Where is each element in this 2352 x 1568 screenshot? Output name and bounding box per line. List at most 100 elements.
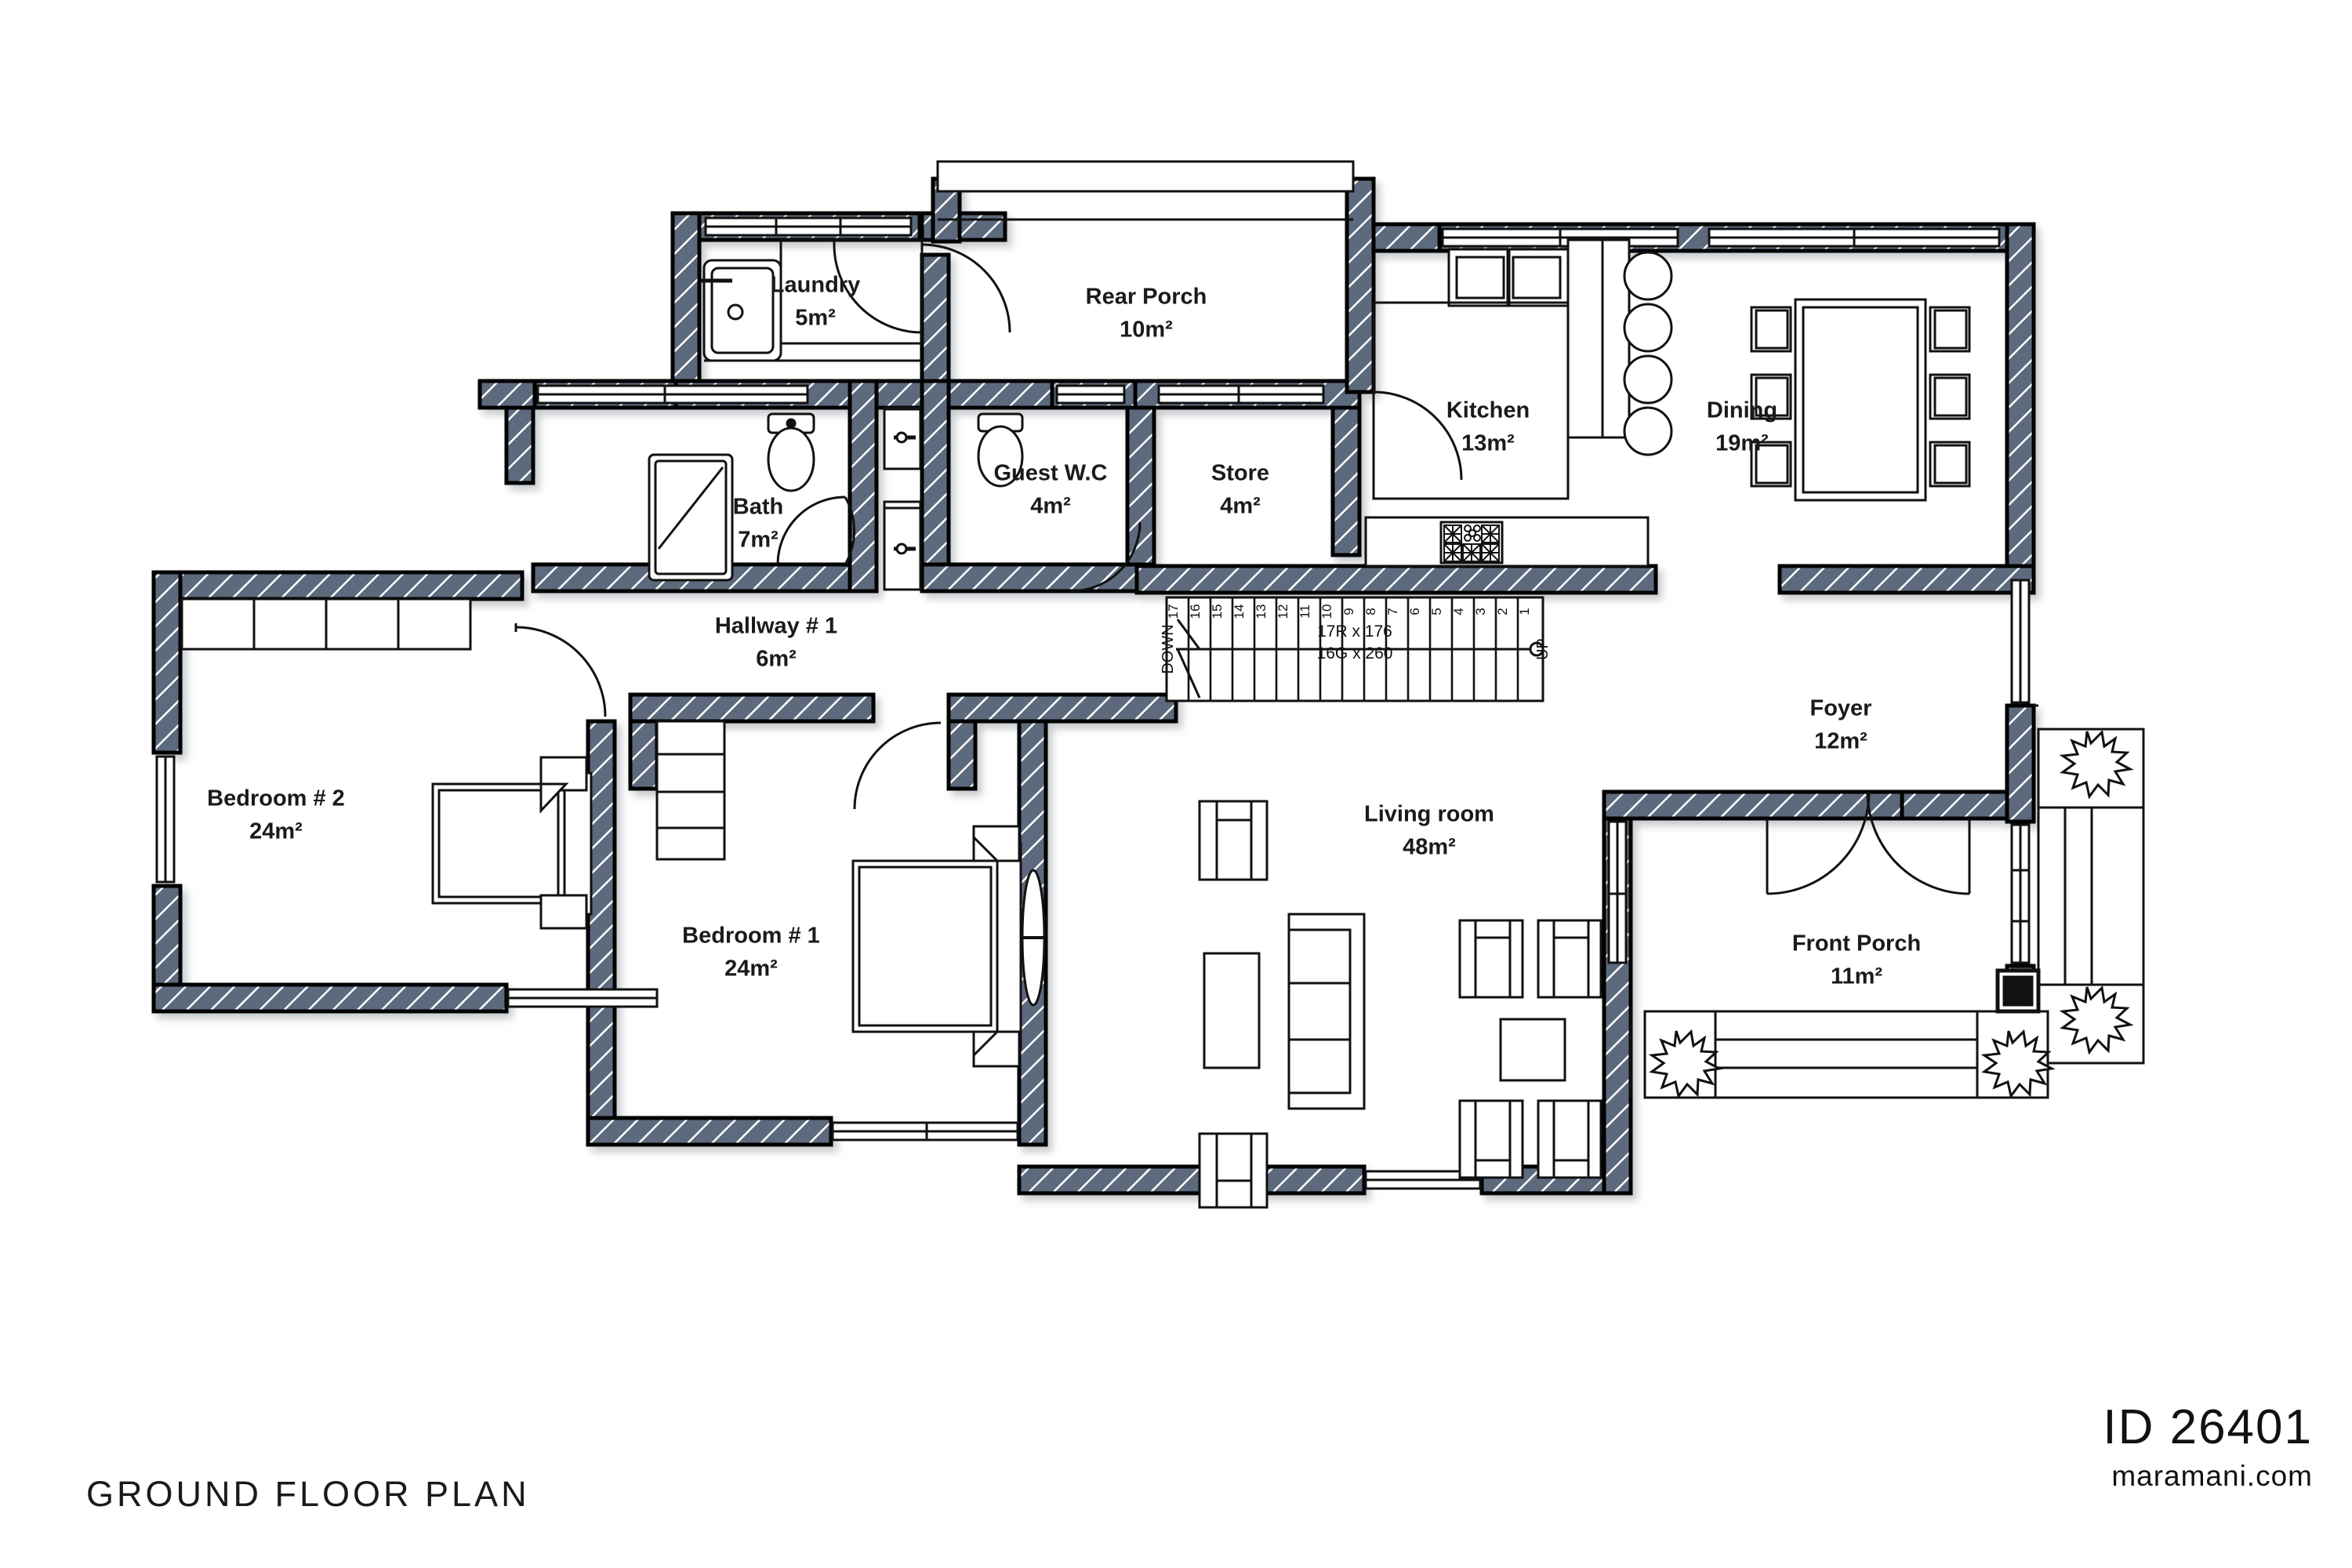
planter-plants bbox=[1648, 729, 2134, 1099]
laundry-counter bbox=[779, 238, 924, 345]
plant-icon-3 bbox=[1648, 1029, 1723, 1099]
living-armchair-bl bbox=[1198, 1132, 1269, 1209]
wall-guestwc-left bbox=[920, 379, 951, 593]
cooktop-burners bbox=[1443, 524, 1500, 562]
room-area: 7m² bbox=[738, 528, 779, 553]
doors bbox=[514, 240, 1971, 895]
room-name: Rear Porch bbox=[1086, 285, 1207, 310]
room-area: 4m² bbox=[1030, 494, 1071, 519]
room-area: 48m² bbox=[1403, 835, 1456, 860]
room-name: Foyer bbox=[1810, 696, 1872, 721]
room-name: Bedroom # 1 bbox=[682, 924, 820, 949]
bed1-fold-bottom bbox=[972, 1030, 1000, 1058]
room-name: Dining bbox=[1707, 398, 1777, 423]
bath-shower-diag bbox=[657, 466, 724, 550]
wall-dining-bottom bbox=[1777, 564, 2036, 595]
living-furniture bbox=[1198, 800, 1602, 1209]
plan-id: ID 26401 bbox=[2103, 1400, 2313, 1454]
stair-step-number: 13 bbox=[1254, 604, 1269, 619]
bath-fixtures bbox=[648, 412, 815, 582]
stair-step-number: 11 bbox=[1298, 604, 1312, 619]
stair-down-label: DOWN bbox=[1160, 624, 1177, 673]
wall-store-stair-divider bbox=[1134, 564, 1658, 595]
plant-icon-1 bbox=[2059, 729, 2134, 800]
stair-step-number: 10 bbox=[1319, 604, 1334, 619]
door-bedroom2 bbox=[515, 626, 607, 717]
stair-step-number: 15 bbox=[1210, 604, 1225, 619]
bed1-fold-top bbox=[972, 834, 1000, 862]
kitchen-fixtures bbox=[1372, 238, 1673, 500]
wall-guestwc-right bbox=[1125, 379, 1156, 593]
wall-dining-right bbox=[2005, 222, 2036, 579]
wall-laundry-left bbox=[670, 211, 702, 410]
bed1-headboard bbox=[996, 842, 1022, 1051]
wall-foyer-right bbox=[2005, 703, 2036, 824]
room-area: 24m² bbox=[724, 956, 778, 982]
living-center-table bbox=[1499, 1018, 1566, 1082]
rear-porch-slab bbox=[936, 160, 1355, 221]
wall-bed2-top bbox=[151, 570, 524, 601]
wall-living-foyer-top bbox=[1602, 789, 1904, 821]
stair-step-number: 4 bbox=[1451, 608, 1466, 615]
guestwc-fixtures bbox=[883, 408, 1024, 591]
laundry-fixtures bbox=[701, 238, 924, 362]
stair-up-label: UP bbox=[1534, 638, 1552, 660]
stair-treads bbox=[1187, 597, 1519, 701]
stair-step-number: 12 bbox=[1276, 604, 1290, 619]
door-front-left bbox=[1766, 791, 1871, 895]
room-area: 24m² bbox=[249, 819, 303, 844]
room-name: Kitchen bbox=[1446, 398, 1530, 423]
room-area: 12m² bbox=[1814, 729, 1867, 754]
room-area: 11m² bbox=[1831, 964, 1882, 989]
stair-step-number: 5 bbox=[1429, 608, 1444, 615]
website-label: maramani.com bbox=[2111, 1460, 2313, 1492]
room-label-bedroom1: Bedroom # 1 24m² bbox=[682, 924, 820, 982]
plant-icon-2 bbox=[2059, 985, 2134, 1055]
door-guestwc bbox=[1070, 521, 1142, 593]
bar-stool-1 bbox=[1623, 251, 1673, 301]
stair-up-node bbox=[1529, 641, 1544, 657]
wall-bed2-bottom bbox=[151, 982, 509, 1014]
dining-furniture bbox=[1750, 298, 1971, 502]
room-label-bedroom2: Bedroom # 2 24m² bbox=[207, 786, 345, 844]
room-area: 13m² bbox=[1461, 431, 1515, 456]
wall-bed1-top bbox=[628, 692, 876, 724]
wall-bath-right bbox=[848, 379, 879, 593]
guestwc-toilet-bowl bbox=[977, 425, 1024, 488]
stair-step-number: 17 bbox=[1166, 604, 1181, 619]
stair-step-number: 3 bbox=[1473, 608, 1488, 615]
foyer-edges bbox=[1629, 704, 2038, 1098]
stair-riser-note: 17R x 176 bbox=[1317, 622, 1392, 641]
bed2-headboard bbox=[563, 771, 593, 916]
living-chair-rt2 bbox=[1537, 919, 1602, 999]
stair-break-line bbox=[1176, 619, 1202, 699]
living-chair-rt1 bbox=[1458, 919, 1524, 999]
wall-store-right bbox=[1330, 379, 1362, 557]
linework-group bbox=[155, 160, 2145, 1209]
stair-step-number: 6 bbox=[1407, 608, 1422, 615]
wall-rearporch-bottom-a bbox=[477, 379, 537, 410]
room-label-laundry: Laundry 5m² bbox=[771, 273, 860, 331]
bath-toilet-bowl bbox=[767, 426, 815, 492]
stair-going-note: 16G x 260 bbox=[1317, 644, 1393, 662]
room-name: Laundry bbox=[771, 273, 860, 298]
bed1-closet bbox=[655, 720, 726, 861]
room-area: 5m² bbox=[795, 306, 836, 331]
plan-id-block: ID 26401 maramani.com bbox=[2103, 1403, 2313, 1493]
room-name: Bedroom # 2 bbox=[207, 786, 345, 811]
kitchen-island bbox=[1566, 238, 1631, 439]
door-bedroom1 bbox=[853, 721, 942, 810]
wall-guestwc-bottom bbox=[920, 562, 1156, 593]
room-name: Living room bbox=[1364, 802, 1494, 827]
room-area: 4m² bbox=[1220, 494, 1261, 519]
plant-icon-4 bbox=[1980, 1029, 2056, 1099]
porch-post-inner bbox=[2002, 975, 2034, 1007]
